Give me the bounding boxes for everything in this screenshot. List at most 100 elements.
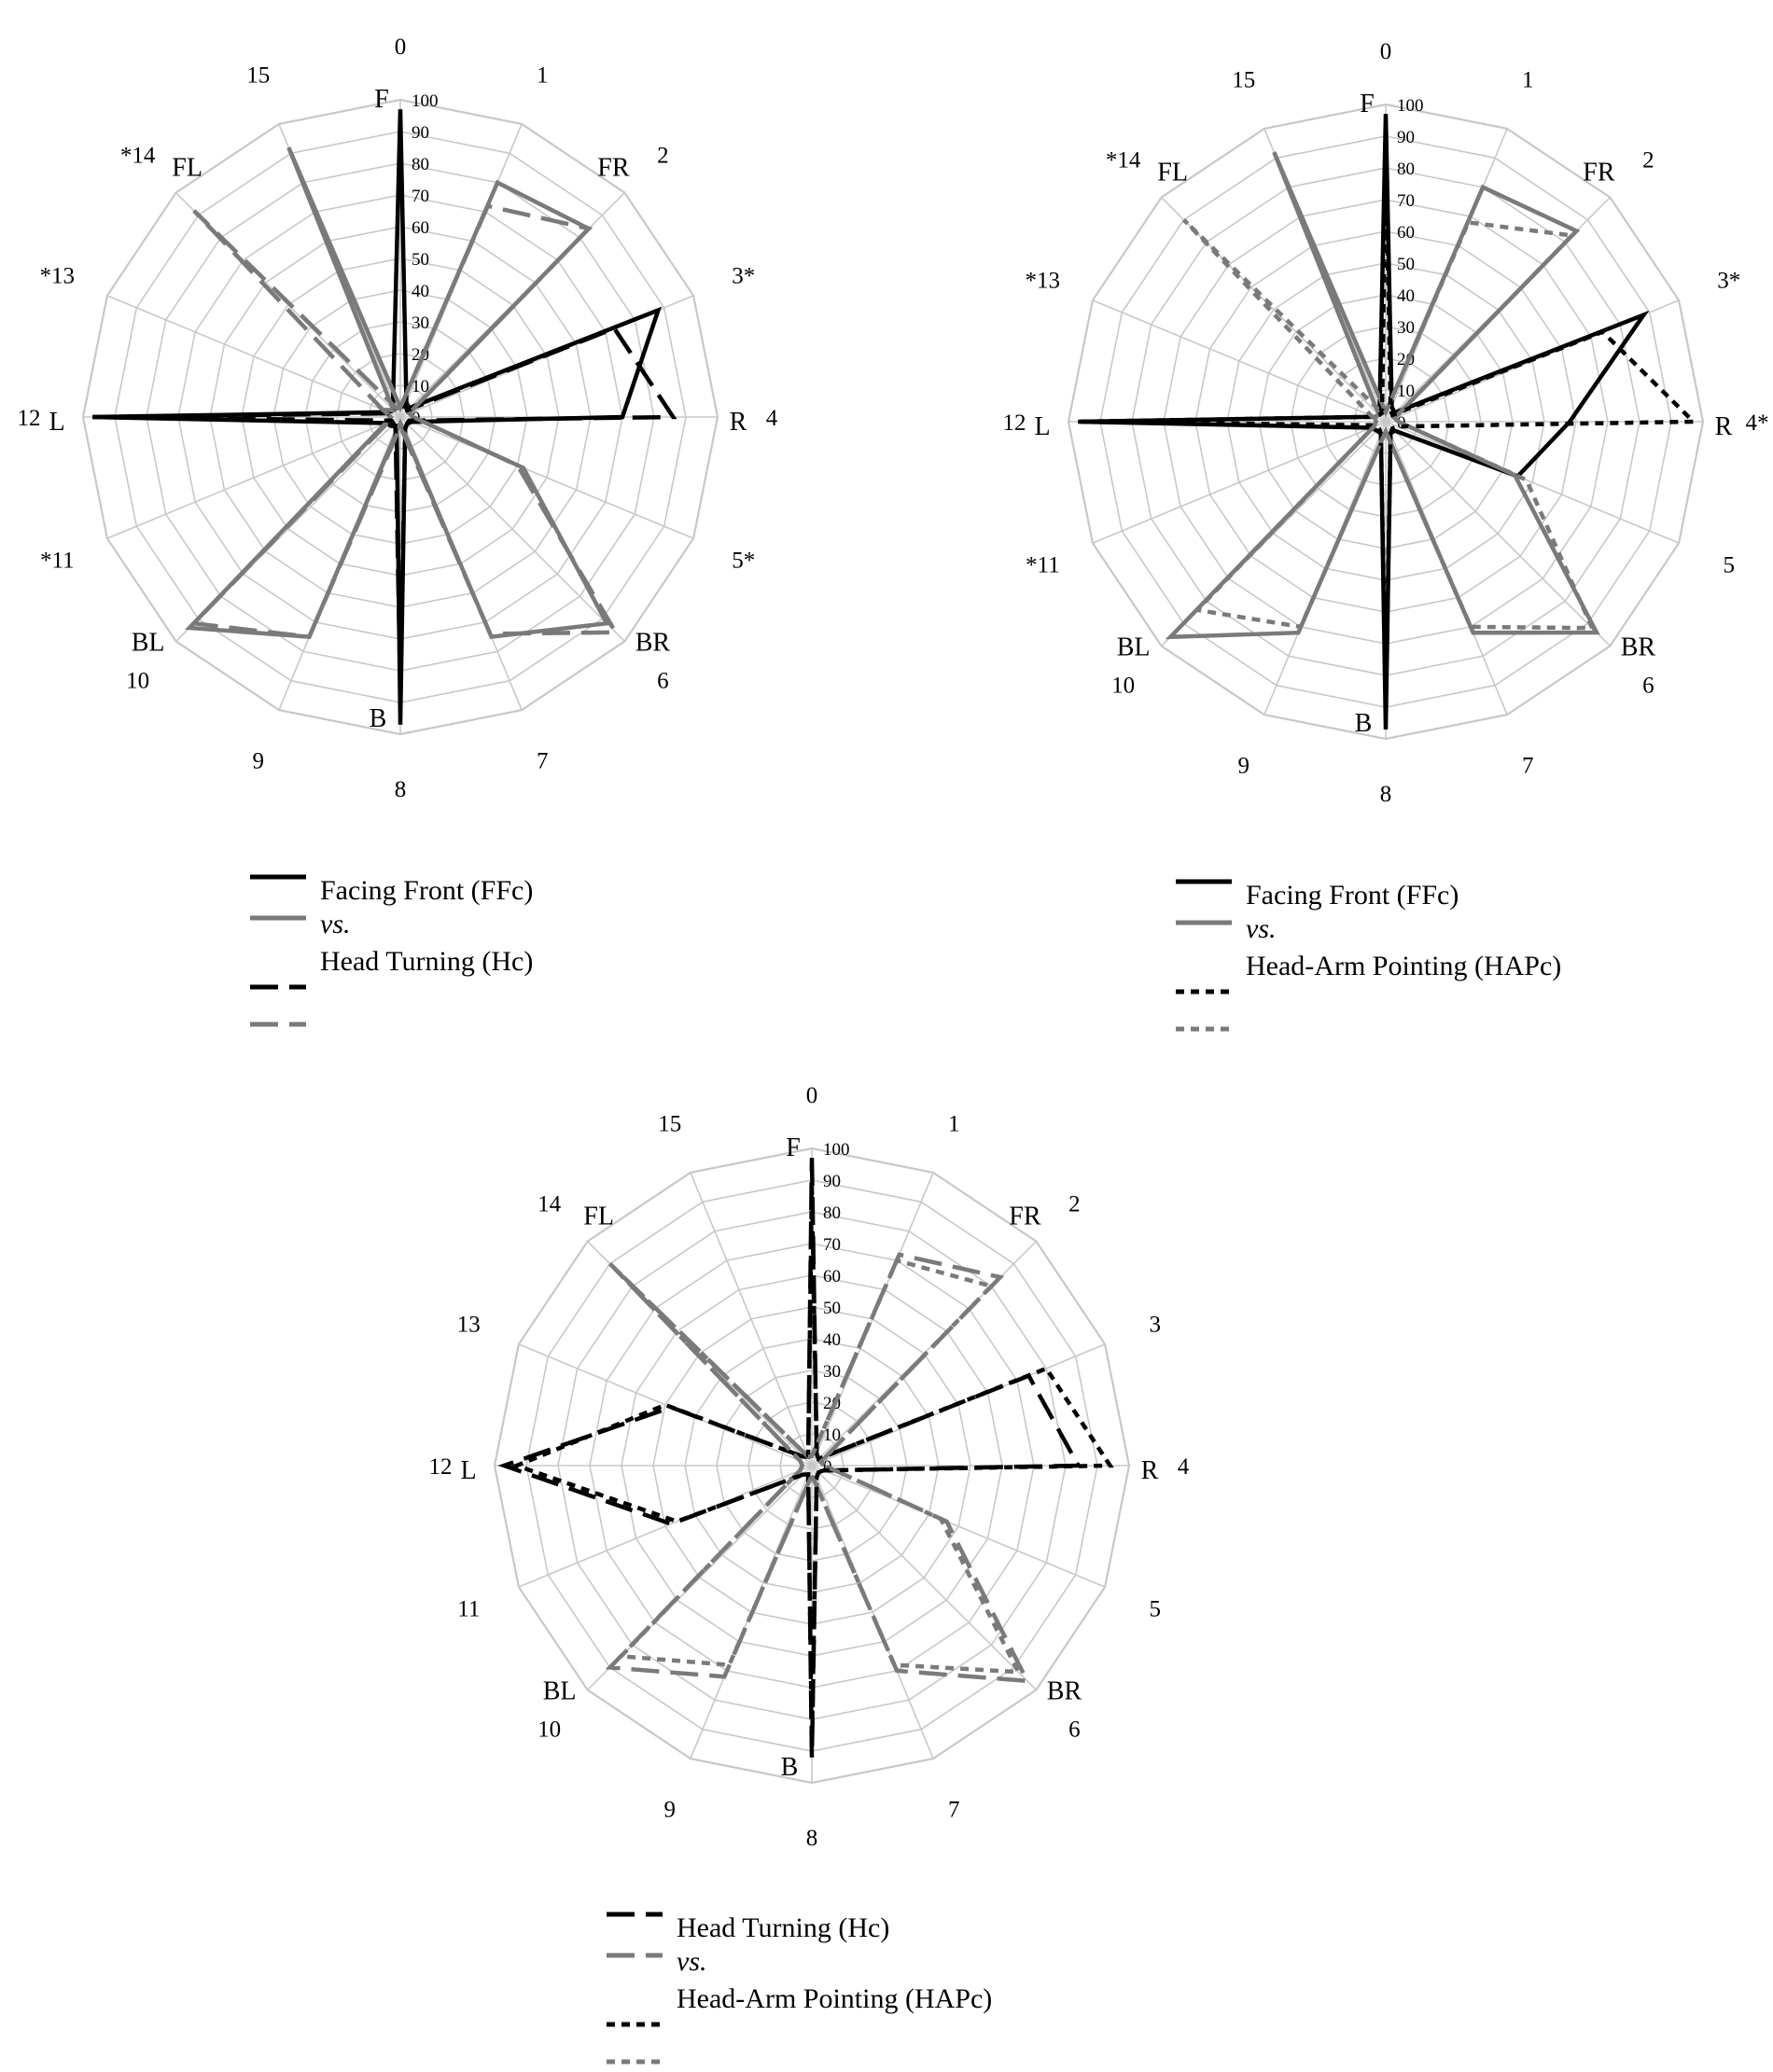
direction-label-fl: FL — [172, 154, 202, 183]
axis-label: 4 — [1178, 1454, 1190, 1480]
direction-label-br: BR — [635, 628, 671, 657]
spoke — [1092, 421, 1387, 544]
legend: Head Turning (Hc)vs. Head-Arm Pointing (H… — [607, 1912, 992, 2065]
axis-label: 15 — [658, 1111, 681, 1136]
legend-text: Head-Arm Pointing (HAPc) — [677, 1983, 992, 2014]
direction-label-r: R — [1715, 412, 1733, 441]
axis-label: 10 — [537, 1717, 561, 1742]
spoke — [1092, 299, 1387, 423]
axis-label: 1 — [1522, 67, 1534, 92]
tick-label: 10 — [823, 1425, 841, 1445]
axis-label: 12 — [18, 406, 41, 431]
legend-text: vs. — [320, 909, 351, 939]
spoke — [1161, 197, 1387, 423]
direction-label-fr: FR — [1583, 159, 1615, 188]
legend-text: Facing Front (FFc) — [320, 875, 533, 906]
tick-label: 70 — [412, 187, 429, 206]
tick-label: 90 — [412, 123, 429, 143]
tick-label: 90 — [1397, 128, 1415, 147]
axis-label: 9 — [1237, 754, 1249, 779]
spoke — [1385, 421, 1611, 647]
axis-label: 1 — [537, 63, 549, 88]
direction-label-r: R — [1141, 1456, 1159, 1485]
axis-label: *14 — [120, 144, 156, 169]
axis-label: 9 — [663, 1798, 676, 1823]
radar-chart-3: 0102030405060708090100012345678910111213… — [429, 1083, 1190, 2065]
axis-label: 14 — [537, 1192, 562, 1217]
direction-label-fl: FL — [1157, 159, 1188, 188]
legend-text: Head Turning (Hc) — [677, 1912, 889, 1943]
direction-label-l: L — [49, 408, 64, 437]
spoke — [690, 1172, 813, 1467]
direction-label-l: L — [1034, 412, 1050, 441]
axis-label: 6 — [1642, 673, 1654, 698]
spoke — [811, 1465, 1106, 1588]
series-3-line — [510, 1186, 1114, 1745]
direction-label-fr: FR — [1009, 1203, 1041, 1231]
tick-label: 30 — [1397, 318, 1415, 338]
axis-label: 3* — [732, 264, 755, 289]
axis-label: 12 — [1003, 410, 1026, 436]
axis-label: *11 — [40, 548, 75, 573]
tick-label: 60 — [412, 218, 429, 238]
axis-label: 11 — [457, 1596, 480, 1621]
axis-label: 8 — [395, 777, 407, 802]
tick-label: 80 — [412, 155, 429, 174]
axis-label: 12 — [429, 1454, 453, 1480]
legend-text: Facing Front (FFc) — [1246, 880, 1459, 911]
tick-label: 100 — [412, 91, 439, 111]
spoke — [518, 1343, 813, 1467]
axis-label: *14 — [1106, 148, 1141, 174]
direction-label-l: L — [460, 1456, 476, 1485]
tick-label: 70 — [1397, 191, 1415, 211]
legend: Facing Front (FFc)vs.Head-Arm Pointing (… — [1176, 879, 1561, 1032]
legend-text: Head Turning (Hc) — [320, 946, 533, 977]
axis-label: 7 — [948, 1798, 960, 1823]
direction-label-f: F — [786, 1133, 801, 1162]
radar-chart-1: 01020304050607080901000123*45*678910*111… — [18, 35, 778, 1027]
tick-label: 60 — [1397, 223, 1415, 243]
axis-label: 3 — [1149, 1313, 1161, 1338]
direction-label-bl: BL — [132, 628, 165, 657]
direction-label-bl: BL — [543, 1676, 577, 1705]
axis-label: 2 — [1642, 148, 1654, 174]
tick-label: 80 — [1397, 160, 1415, 179]
direction-label-b: B — [781, 1753, 799, 1782]
series-4-line — [1181, 217, 1596, 631]
spoke — [1385, 421, 1680, 544]
axis-label: 8 — [806, 1826, 818, 1851]
direction-label-br: BR — [1047, 1676, 1082, 1705]
direction-label-fr: FR — [597, 154, 630, 183]
direction-label-r: R — [730, 408, 747, 437]
axis-label: 15 — [246, 63, 270, 88]
tick-label: 30 — [823, 1362, 841, 1382]
spoke — [811, 1465, 1037, 1690]
series-3-line — [92, 326, 677, 697]
direction-label-fl: FL — [583, 1203, 614, 1231]
axis-label: *13 — [1026, 269, 1061, 294]
axis-label: 7 — [537, 749, 549, 774]
axis-label: 7 — [1522, 754, 1534, 779]
legend: Facing Front (FFc)vs. Head Turning (Hc) — [250, 874, 533, 1027]
tick-label: 80 — [823, 1203, 841, 1223]
tick-label: 50 — [823, 1299, 841, 1318]
tick-label: 50 — [412, 250, 429, 270]
axis-label: 4 — [766, 406, 778, 431]
legend-text: vs. — [677, 1946, 707, 1977]
series-3-line — [1078, 142, 1699, 708]
axis-label: 0 — [395, 35, 407, 60]
direction-label-f: F — [374, 85, 389, 114]
spoke — [518, 1465, 813, 1588]
tick-label: 90 — [823, 1172, 841, 1191]
tick-label: 40 — [1397, 286, 1415, 306]
axis-label: *11 — [1026, 552, 1060, 577]
tick-label: 100 — [1397, 96, 1424, 116]
axis-label: 5* — [732, 548, 755, 573]
spoke — [399, 416, 694, 539]
axis-label: 6 — [1068, 1717, 1081, 1742]
tick-label: 60 — [823, 1267, 841, 1286]
tick-label: 50 — [1397, 255, 1415, 274]
tick-label: 100 — [823, 1140, 850, 1160]
axis-label: 5 — [1723, 552, 1735, 577]
